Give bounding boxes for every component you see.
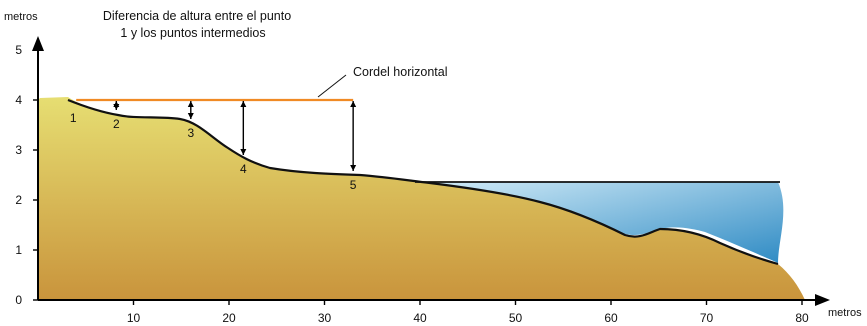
y-tick-label: 4	[15, 93, 22, 107]
y-axis-ticks: 0 1 2 3 4 5	[15, 43, 38, 307]
point-labels: 1 2 3 4 5	[70, 111, 357, 192]
y-tick-label: 1	[15, 243, 22, 257]
cord-callout-line	[317, 74, 347, 98]
x-tick-label: 60	[604, 311, 618, 325]
x-tick-label: 50	[509, 311, 523, 325]
measure-arrow-3	[187, 101, 194, 119]
diagram-title-line2: 1 y los puntos intermedios	[120, 26, 265, 40]
point-label-4: 4	[240, 162, 247, 176]
x-tick-label: 40	[413, 311, 427, 325]
point-label-2: 2	[113, 117, 120, 131]
point-label-1: 1	[70, 111, 77, 125]
ground-surface-line	[67, 98, 779, 266]
y-tick-label: 0	[15, 293, 22, 307]
ground-body	[38, 97, 805, 300]
y-axis-arrowhead	[32, 36, 44, 51]
x-tick-label: 20	[222, 311, 236, 325]
x-axis-unit: metros	[828, 307, 862, 319]
diagram-title-line1: Diferencia de altura entre el punto	[103, 9, 291, 23]
measurement-arrows	[113, 101, 357, 171]
point-label-3: 3	[187, 126, 194, 140]
y-tick-label: 3	[15, 143, 22, 157]
measure-arrow-5	[350, 101, 357, 171]
measure-arrow-4	[240, 101, 247, 155]
y-tick-label: 5	[15, 43, 22, 57]
y-axis-unit: metros	[4, 11, 38, 23]
x-axis-ticks: 10 20 30 40 50 60 70 80	[127, 300, 809, 325]
measure-arrow-2	[113, 101, 120, 110]
y-tick-label: 2	[15, 193, 22, 207]
x-tick-label: 80	[795, 311, 809, 325]
x-tick-label: 30	[318, 311, 332, 325]
point-label-5: 5	[350, 178, 357, 192]
x-axis-arrowhead	[815, 294, 830, 306]
x-tick-label: 10	[127, 311, 141, 325]
x-tick-label: 70	[700, 311, 714, 325]
cord-label: Cordel horizontal	[353, 65, 448, 79]
